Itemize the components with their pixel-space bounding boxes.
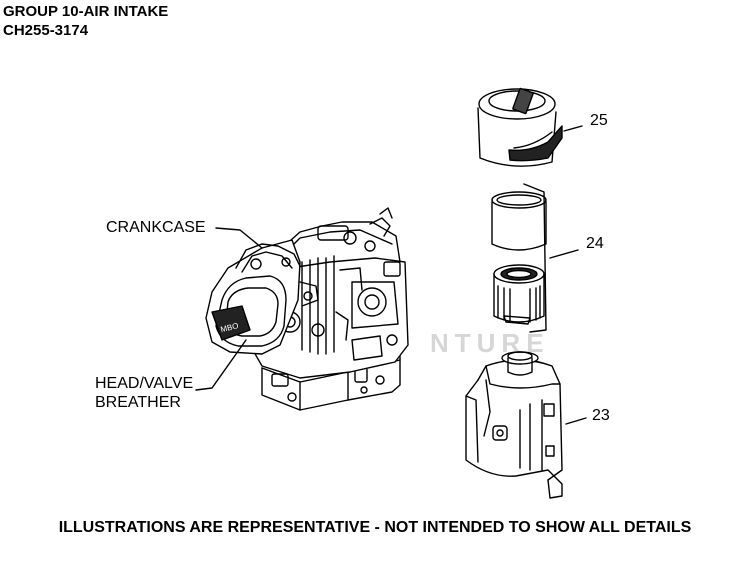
svg-text:MBO: MBO bbox=[220, 321, 240, 334]
air-cleaner-base-illustration bbox=[465, 351, 563, 499]
breather-label-line1: HEAD/VALVE bbox=[95, 375, 194, 392]
part-24-bracket bbox=[523, 183, 547, 333]
model-number: CH255-3174 bbox=[3, 22, 89, 39]
part-25-leader-line bbox=[563, 125, 583, 132]
diagram-title: GROUP 10-AIR INTAKE bbox=[3, 3, 169, 20]
filter-elements-illustration bbox=[491, 191, 547, 325]
breather-label-line2: BREATHER bbox=[95, 394, 181, 411]
crankcase-leader-line bbox=[215, 227, 263, 249]
part-24-leader-line bbox=[549, 249, 579, 259]
part-23-leader-line bbox=[565, 417, 587, 425]
air-cleaner-cover-illustration bbox=[477, 87, 563, 167]
engine-illustration: MBO bbox=[205, 207, 409, 411]
crankcase-label: CRANKCASE bbox=[106, 219, 206, 236]
disclaimer-footer: ILLUSTRATIONS ARE REPRESENTATIVE - NOT I… bbox=[58, 519, 692, 536]
part-number-24: 24 bbox=[586, 235, 604, 252]
part-number-25: 25 bbox=[590, 112, 608, 129]
part-number-23: 23 bbox=[592, 407, 610, 424]
breather-leader-line bbox=[195, 339, 247, 391]
